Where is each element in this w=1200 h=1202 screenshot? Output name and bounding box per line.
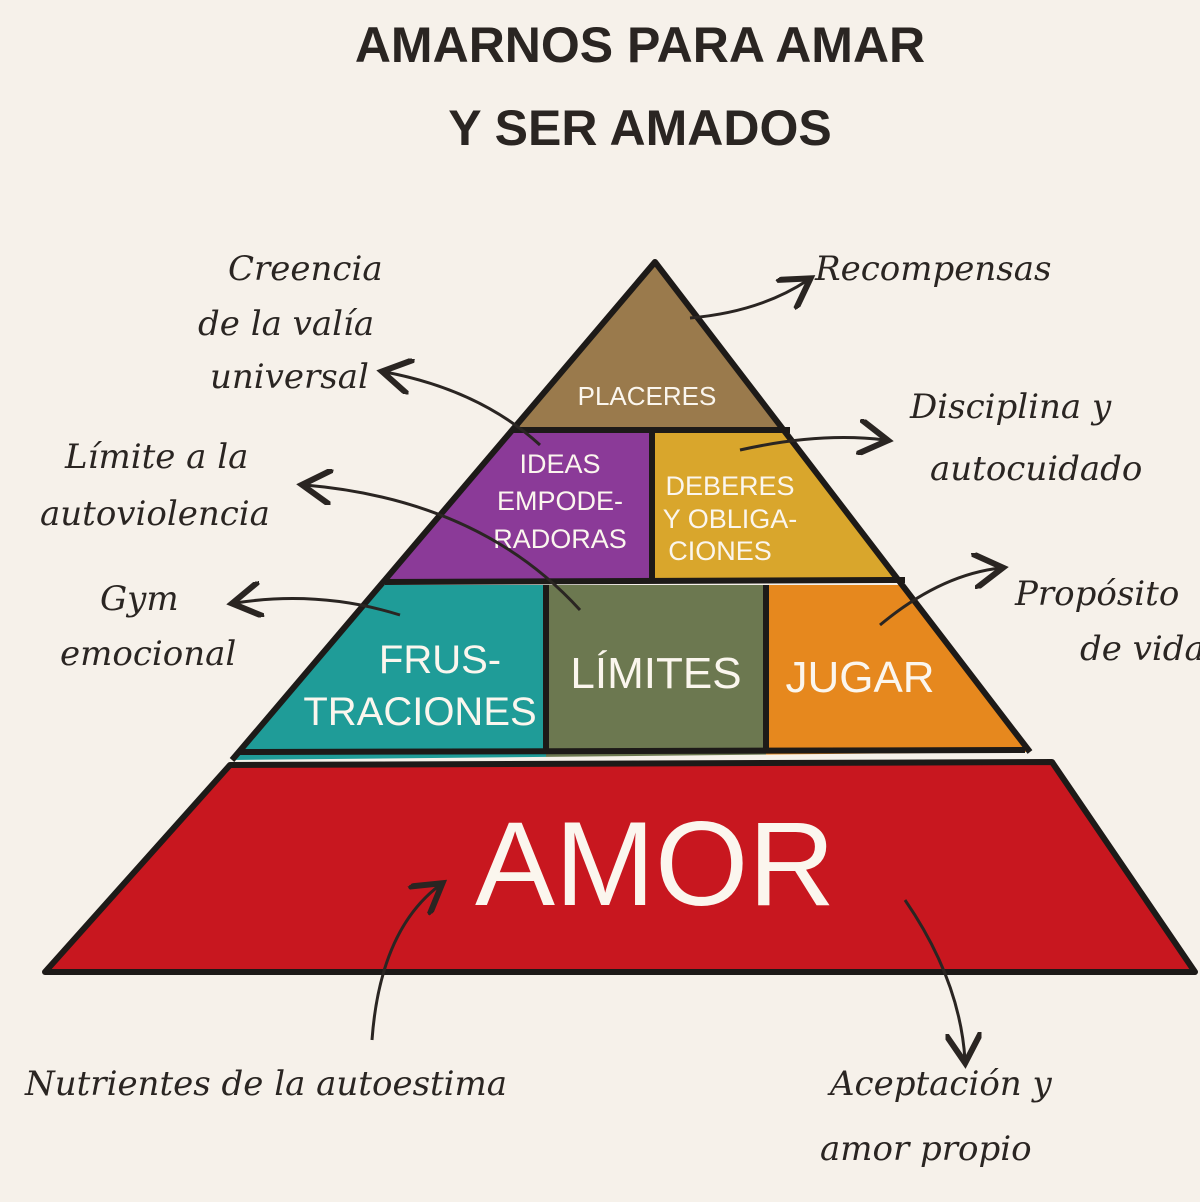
arrow-aceptacion xyxy=(903,899,965,1060)
ideas-line: IDEAS xyxy=(519,449,600,479)
annotation-line: amor propio xyxy=(820,1129,1032,1169)
tier-ideas-label: IDEAS EMPODE- RADORAS xyxy=(493,449,627,554)
tier-limites-label: LÍMITES xyxy=(570,649,741,698)
tier-limites-fill xyxy=(546,585,766,760)
title-line-1: AMARNOS PARA AMAR xyxy=(355,17,925,73)
annotation-line: Límite a la xyxy=(64,437,248,477)
annotation-line: de la valía xyxy=(198,304,374,344)
annotation-limite: Límite a la autoviolencia xyxy=(40,437,270,534)
arrow-recompensas xyxy=(689,280,808,320)
annotation-line: Creencia xyxy=(228,249,383,289)
deberes-line: DEBERES xyxy=(665,471,794,501)
annotation-disciplina: Disciplina y autocuidado xyxy=(909,387,1142,489)
arrow-creencia xyxy=(385,372,542,447)
annotation-arrows xyxy=(235,280,1000,1060)
annotation-proposito: Propósito de vida xyxy=(1014,574,1200,669)
deberes-line: Y OBLIGA- xyxy=(663,504,798,534)
annotation-line: Gym xyxy=(100,579,179,619)
arrow-nutrientes xyxy=(370,885,440,1041)
frustraciones-line: FRUS- xyxy=(379,638,501,682)
annotation-line: universal xyxy=(210,357,369,397)
annotation-line: autocuidado xyxy=(930,449,1142,489)
annotation-nutrientes: Nutrientes de la autoestima xyxy=(24,1064,507,1104)
deberes-line: CIONES xyxy=(668,536,772,566)
annotation-recompensas: Recompensas xyxy=(814,249,1051,289)
annotation-line: de vida xyxy=(1080,629,1200,669)
ideas-line: EMPODE- xyxy=(497,486,623,516)
arrow-gym xyxy=(235,599,401,615)
tier-amor-outline xyxy=(42,759,1198,975)
tier-frustraciones-label: FRUS- TRACIONES xyxy=(303,638,536,734)
pyramid-lines xyxy=(229,259,1033,762)
tier-jugar-label: JUGAR xyxy=(785,653,934,702)
frustraciones-line: TRACIONES xyxy=(303,690,536,734)
annotation-line: emocional xyxy=(60,634,236,674)
annotation-line: Propósito xyxy=(1014,574,1179,614)
arrow-proposito xyxy=(879,568,1000,627)
annotation-creencia: Creencia de la valía universal xyxy=(198,249,383,397)
annotation-gym: Gym emocional xyxy=(60,579,236,674)
tier-deberes-label: DEBERES Y OBLIGA- CIONES xyxy=(663,471,798,566)
tier-placeres-label: PLACERES xyxy=(578,381,717,411)
arrow-limite xyxy=(305,485,582,612)
annotation-line: Aceptación y xyxy=(827,1064,1053,1104)
ideas-line: RADORAS xyxy=(493,524,627,554)
tier-amor-fill xyxy=(45,762,1195,972)
arrow-disciplina xyxy=(739,438,885,450)
annotation-aceptacion: Aceptación y amor propio xyxy=(820,1064,1053,1169)
title-line-2: Y SER AMADOS xyxy=(448,100,831,156)
annotation-line: Disciplina y xyxy=(909,387,1112,427)
annotation-line: autoviolencia xyxy=(40,494,270,534)
tier-amor-label: AMOR xyxy=(475,797,835,931)
